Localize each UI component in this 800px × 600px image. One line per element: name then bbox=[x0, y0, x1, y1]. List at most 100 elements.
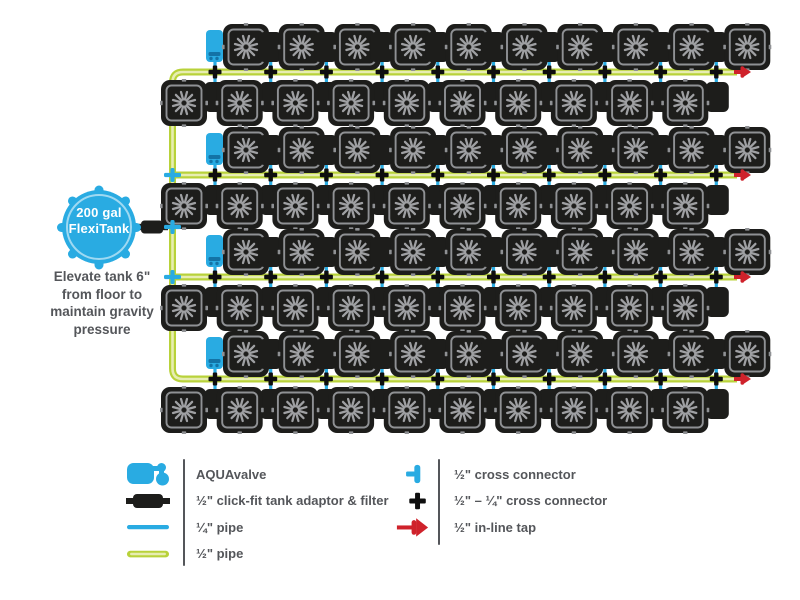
pot bbox=[214, 77, 265, 129]
half-quarter-cross-connector bbox=[709, 372, 723, 386]
half-quarter-cross-connector bbox=[319, 270, 333, 284]
pot bbox=[437, 282, 488, 334]
pot bbox=[548, 180, 600, 232]
pot-tray bbox=[537, 135, 561, 165]
inline-tap bbox=[734, 271, 751, 283]
pot-tray bbox=[592, 237, 616, 267]
half-quarter-cross-connector bbox=[375, 270, 389, 284]
cross-half-quarter-icon bbox=[396, 487, 440, 515]
pot-tray bbox=[258, 237, 282, 267]
half-quarter-cross-connector bbox=[264, 270, 278, 284]
pot bbox=[722, 328, 773, 380]
pot bbox=[722, 226, 773, 278]
pot bbox=[325, 282, 377, 334]
pot bbox=[270, 282, 321, 334]
tank-note-line: from floor to bbox=[61, 286, 143, 302]
half-quarter-cross-connector bbox=[487, 372, 500, 386]
pot bbox=[548, 384, 600, 436]
pot-tray bbox=[258, 135, 282, 165]
half-quarter-cross-connector bbox=[654, 65, 668, 79]
pipe-half-icon bbox=[118, 540, 182, 568]
half-quarter-cross-connector bbox=[264, 168, 278, 182]
pot bbox=[493, 282, 544, 334]
pot-tray bbox=[425, 237, 449, 267]
pot bbox=[604, 282, 655, 334]
inline-tap bbox=[734, 169, 751, 181]
legend-item: ¼" pipe bbox=[118, 514, 389, 541]
pot-tray bbox=[648, 339, 672, 369]
half-quarter-cross-connector bbox=[487, 65, 500, 79]
tank-inner-ring bbox=[66, 194, 132, 260]
inline-tap-icon bbox=[396, 513, 440, 541]
legend-item: ½" pipe bbox=[118, 541, 389, 568]
legend-label: ½" pipe bbox=[196, 546, 244, 562]
pot bbox=[381, 180, 432, 232]
half-quarter-cross-connector bbox=[208, 65, 222, 79]
pot bbox=[325, 384, 377, 436]
pot bbox=[437, 77, 488, 129]
pot-tray bbox=[704, 32, 728, 62]
pot bbox=[548, 282, 600, 334]
half-quarter-cross-connector bbox=[431, 168, 445, 182]
half-quarter-cross-connector bbox=[208, 372, 222, 386]
half-quarter-cross-connector bbox=[375, 168, 389, 182]
pot-tray bbox=[425, 135, 449, 165]
half-quarter-cross-connector bbox=[375, 65, 389, 79]
pot-tray bbox=[705, 185, 729, 215]
half-quarter-cross-connector bbox=[598, 372, 612, 386]
pot-tray bbox=[592, 32, 616, 62]
half-quarter-cross-connector bbox=[542, 65, 556, 79]
pot bbox=[493, 180, 544, 232]
pot-tray bbox=[592, 339, 616, 369]
pot bbox=[493, 384, 544, 436]
half-quarter-cross-connector bbox=[487, 270, 500, 284]
pot bbox=[158, 180, 210, 232]
pot-tray bbox=[370, 135, 394, 165]
pot bbox=[270, 384, 321, 436]
half-quarter-cross-connector bbox=[208, 168, 222, 182]
half-quarter-cross-connector bbox=[654, 270, 668, 284]
pot bbox=[493, 77, 544, 129]
pot bbox=[381, 384, 432, 436]
pot-tray bbox=[648, 32, 672, 62]
pot-row-2 bbox=[158, 124, 773, 232]
legend-item: ½" in-line tap bbox=[396, 514, 607, 541]
pot-tray bbox=[704, 237, 728, 267]
pot-row-4 bbox=[158, 328, 773, 436]
pot-tray bbox=[370, 339, 394, 369]
pot-row-3 bbox=[158, 226, 773, 334]
aquavalve bbox=[206, 30, 223, 62]
legend-left-column: AQUAvalve ½" click-fit tank adaptor & fil… bbox=[118, 461, 389, 567]
pot-tray bbox=[481, 237, 505, 267]
pot-row-1 bbox=[158, 21, 773, 129]
half-quarter-cross-connector bbox=[709, 168, 723, 182]
pot-tray bbox=[648, 237, 672, 267]
pot bbox=[604, 180, 655, 232]
half-quarter-cross-connector bbox=[319, 372, 333, 386]
tank-name: FlexiTank bbox=[68, 221, 130, 236]
aquavalve bbox=[206, 133, 223, 165]
pot-tray bbox=[314, 32, 338, 62]
half-quarter-cross-connector bbox=[487, 168, 500, 182]
legend-label: ¼" pipe bbox=[196, 519, 244, 535]
pot-tray bbox=[425, 339, 449, 369]
pot-tray bbox=[314, 135, 338, 165]
inline-tap bbox=[734, 66, 751, 78]
pot-tray bbox=[481, 135, 505, 165]
half-quarter-cross-connector bbox=[598, 168, 612, 182]
pot bbox=[270, 77, 321, 129]
legend-divider bbox=[438, 459, 441, 545]
legend-label: ½" in-line tap bbox=[454, 519, 537, 535]
half-quarter-cross-connector bbox=[208, 270, 222, 284]
pot bbox=[722, 124, 773, 176]
pot bbox=[437, 180, 488, 232]
tank-note: Elevate tank 6" from floor to maintain g… bbox=[26, 268, 178, 338]
legend-item: ½" – ¼" cross connector bbox=[396, 488, 607, 515]
tank-note-line: pressure bbox=[73, 321, 131, 337]
legend-label: ½" click-fit tank adaptor & filter bbox=[196, 493, 389, 509]
half-quarter-cross-connector bbox=[542, 372, 556, 386]
aquavalve-icon bbox=[118, 460, 182, 488]
legend-label: AQUAvalve bbox=[196, 466, 267, 482]
